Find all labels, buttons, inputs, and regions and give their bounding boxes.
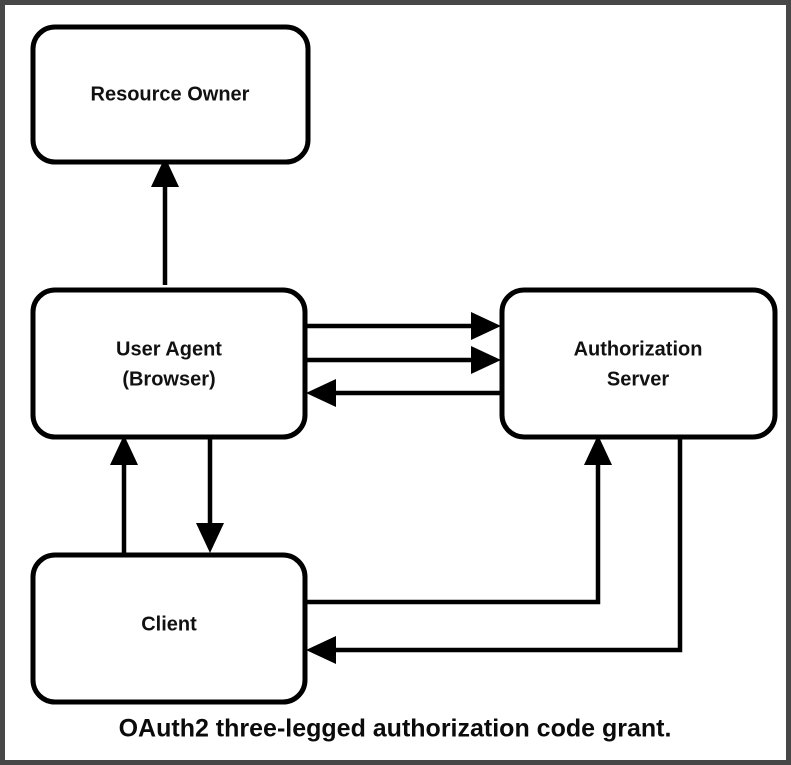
node-user-agent[interactable]: User Agent (Browser) <box>30 287 308 440</box>
authorization-server-label-line2: Server <box>607 368 669 390</box>
connection-user-agent-to-client <box>196 435 224 553</box>
connection-user-agent-to-resource-owner <box>151 157 179 285</box>
authorization-server-box[interactable] <box>499 287 778 440</box>
resource-owner-box[interactable] <box>30 24 311 165</box>
connection-user-agent-to-auth-server-1 <box>300 312 501 340</box>
client-label: Client <box>141 613 197 635</box>
user-agent-label-line1: User Agent <box>116 338 222 360</box>
client-box[interactable] <box>30 552 308 705</box>
node-client[interactable]: Client <box>30 552 308 705</box>
node-authorization-server[interactable]: Authorization Server <box>499 287 778 440</box>
user-agent-box[interactable] <box>30 287 308 440</box>
connection-user-agent-to-auth-server-2 <box>300 346 501 374</box>
connection-auth-server-to-client <box>306 435 683 664</box>
connection-client-to-user-agent <box>110 435 138 553</box>
connection-auth-server-to-user-agent <box>306 379 507 407</box>
user-agent-label-line2: (Browser) <box>122 368 215 390</box>
diagram-caption: OAuth2 three-legged authorization code g… <box>119 715 672 743</box>
connection-client-to-auth-server <box>302 435 612 605</box>
oauth2-flow-diagram: Resource Owner User Agent (Browser) Auth… <box>30 24 778 743</box>
resource-owner-label: Resource Owner <box>91 83 250 105</box>
node-resource-owner[interactable]: Resource Owner <box>30 24 311 165</box>
authorization-server-label-line1: Authorization <box>574 338 703 360</box>
